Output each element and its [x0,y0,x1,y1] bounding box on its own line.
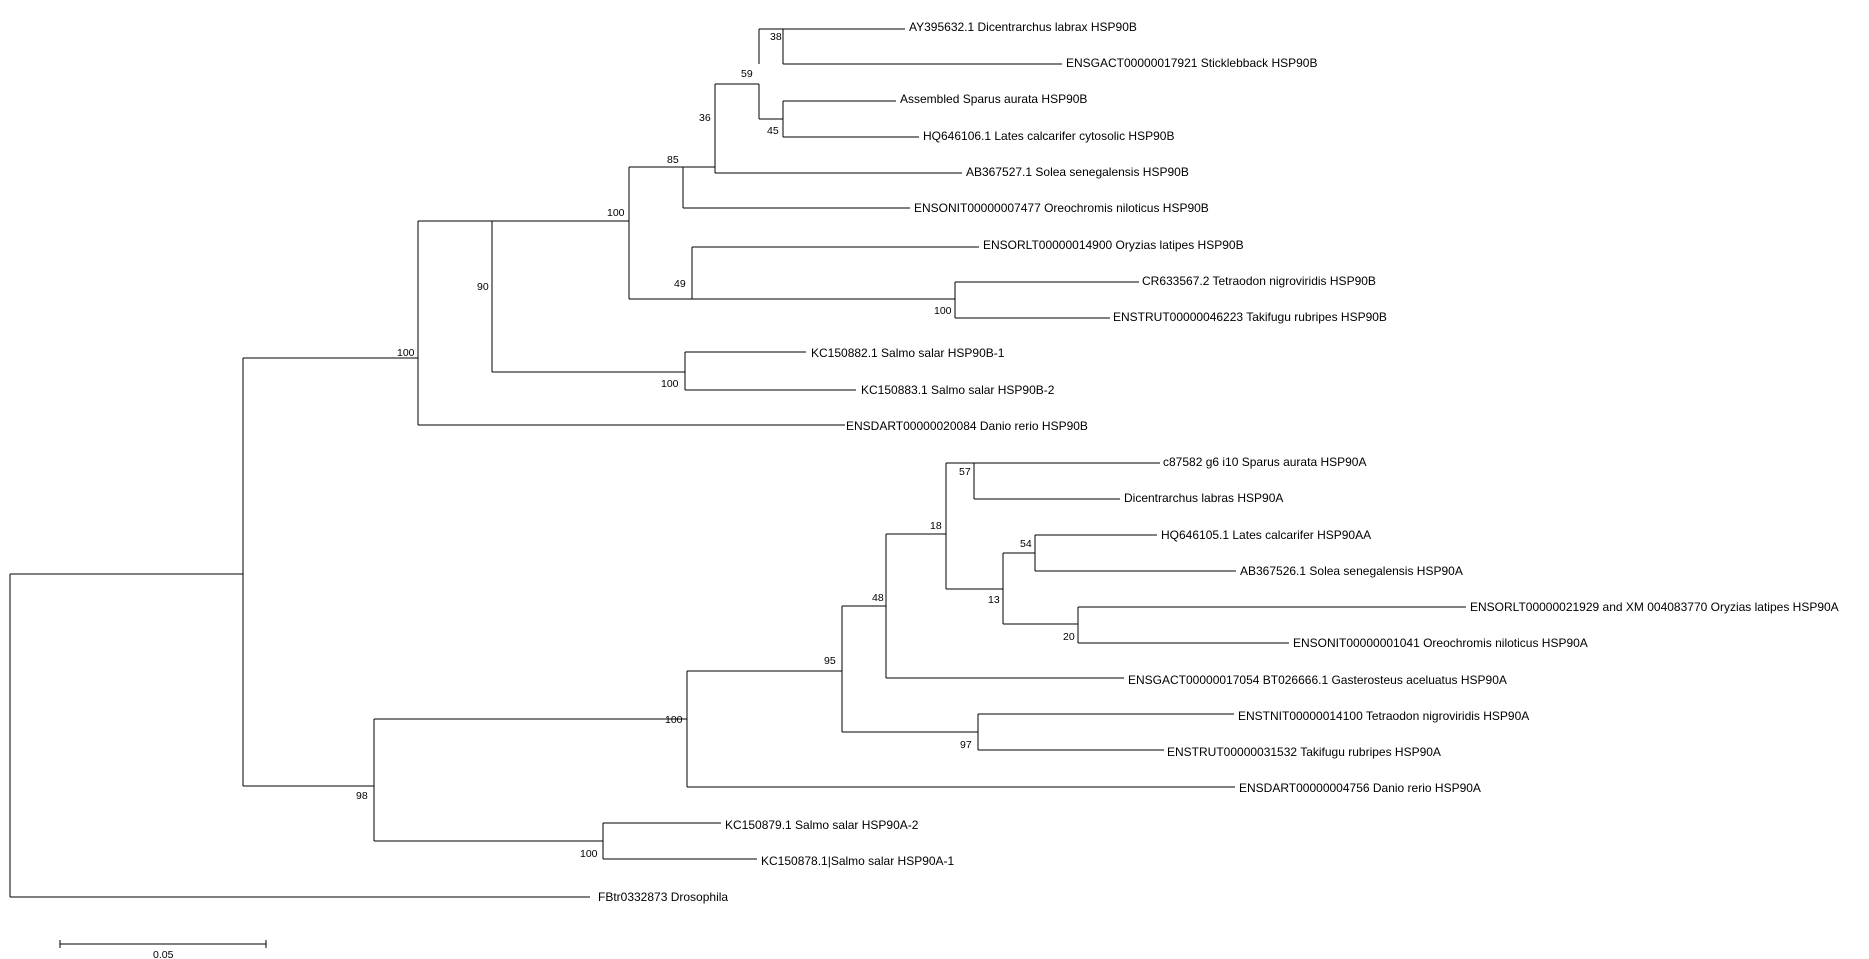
bootstrap-value: 54 [1020,538,1032,550]
bootstrap-value: 85 [667,154,679,166]
scale-bar-label: 0.05 [153,949,174,959]
bootstrap-value: 57 [959,466,971,478]
bootstrap-value: 95 [824,655,836,667]
bootstrap-value: 36 [699,112,711,124]
leaf-label: ENSDART00000004756 Danio rerio HSP90A [1239,781,1481,795]
leaf-label: Dicentrarchus labras HSP90A [1124,491,1283,505]
tree-branches [9,28,1466,898]
leaf-label: KC150883.1 Salmo salar HSP90B-2 [861,383,1055,397]
leaf-label: ENSGACT00000017921 Sticklebback HSP90B [1066,56,1317,70]
bootstrap-value: 90 [477,281,489,293]
scale-bar: 0.05 [59,940,267,959]
leaf-label: AY395632.1 Dicentrarchus labrax HSP90B [909,20,1137,34]
leaf-label: ENSTRUT00000046223 Takifugu rubripes HSP… [1113,310,1387,324]
leaf-label: ENSONIT00000001041 Oreochromis niloticus… [1293,636,1588,650]
bootstrap-value: 98 [356,790,368,802]
leaf-label: KC150882.1 Salmo salar HSP90B-1 [811,346,1005,360]
leaf-label: AB367526.1 Solea senegalensis HSP90A [1240,564,1463,578]
bootstrap-value: 59 [741,68,753,80]
bootstrap-value: 100 [607,207,625,219]
leaf-labels: AY395632.1 Dicentrarchus labrax HSP90B E… [598,20,1839,904]
bootstrap-value: 100 [665,714,683,726]
bootstrap-value: 100 [661,378,679,390]
bootstrap-value: 48 [872,592,884,604]
bootstrap-value: 38 [770,31,782,43]
leaf-label: ENSONIT00000007477 Oreochromis niloticus… [914,201,1209,215]
bootstrap-value: 97 [960,739,972,751]
leaf-label: ENSTRUT00000031532 Takifugu rubripes HSP… [1167,745,1441,759]
leaf-label: Assembled Sparus aurata HSP90B [900,92,1087,106]
leaf-label: ENSTNIT00000014100 Tetraodon nigroviridi… [1238,709,1529,723]
leaf-label: AB367527.1 Solea senegalensis HSP90B [966,165,1189,179]
leaf-label: ENSDART00000020084 Danio rerio HSP90B [846,419,1088,433]
leaf-label: HQ646106.1 Lates calcarifer cytosolic HS… [923,129,1174,143]
bootstrap-value: 100 [580,848,598,860]
leaf-label: ENSGACT00000017054 BT026666.1 Gasteroste… [1128,673,1507,687]
bootstrap-value: 20 [1063,631,1075,643]
bootstrap-value: 18 [930,520,942,532]
leaf-label: HQ646105.1 Lates calcarifer HSP90AA [1161,528,1371,542]
leaf-label: KC150878.1|Salmo salar HSP90A-1 [761,854,955,868]
leaf-label: KC150879.1 Salmo salar HSP90A-2 [725,818,919,832]
leaf-label: ENSORLT00000014900 Oryzias latipes HSP90… [983,238,1244,252]
bootstrap-value: 45 [767,125,779,137]
bootstrap-value: 100 [397,347,415,359]
leaf-label: CR633567.2 Tetraodon nigroviridis HSP90B [1142,274,1376,288]
leaf-label: c87582 g6 i10 Sparus aurata HSP90A [1163,455,1366,469]
bootstrap-value: 49 [674,278,686,290]
leaf-label: FBtr0332873 Drosophila [598,890,728,904]
bootstrap-values: 38 45 59 36 85 100 49 100 90 100 100 57 … [356,31,1075,860]
bootstrap-value: 100 [934,305,952,317]
bootstrap-value: 13 [988,594,1000,606]
leaf-label: ENSORLT00000021929 and XM 004083770 Oryz… [1470,600,1839,614]
